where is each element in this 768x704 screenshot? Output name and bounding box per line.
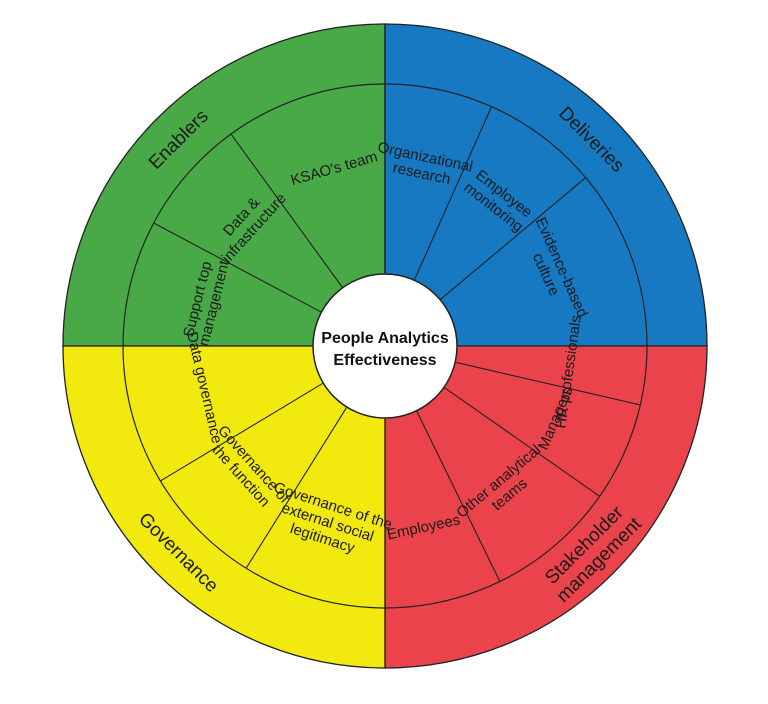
center-circle <box>312 273 458 419</box>
segment-separator <box>413 106 493 281</box>
segment-separator <box>153 222 322 313</box>
segment-separators <box>63 24 707 668</box>
segment-separator <box>230 133 344 289</box>
segment-separator <box>245 406 348 569</box>
segment-separator <box>416 410 501 582</box>
quadrant-enablers <box>62 23 386 347</box>
center-hub: People Analytics Effectiveness <box>312 273 458 419</box>
quadrant-stakeholder-management <box>384 345 708 669</box>
quadrant-deliveries <box>384 23 708 347</box>
quadrants <box>62 23 708 669</box>
segment-separator <box>443 386 600 497</box>
quadrant-governance <box>62 345 386 669</box>
segment-separator <box>455 361 641 406</box>
segment-separator <box>160 382 324 482</box>
segment-separator <box>439 177 587 301</box>
center-title-line-2: Effectiveness <box>333 352 436 369</box>
center-title-line-1: People Analytics <box>321 330 449 347</box>
